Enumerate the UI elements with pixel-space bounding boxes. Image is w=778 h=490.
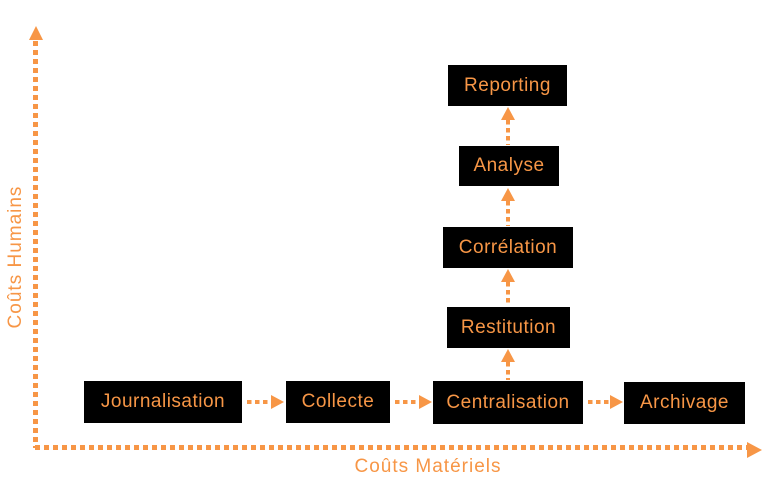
- x-axis-line: [35, 445, 748, 450]
- arrow-up-icon: [501, 107, 515, 120]
- arrow-line: [506, 120, 510, 145]
- box-centralisation: Centralisation: [433, 381, 583, 424]
- arrow-line: [506, 201, 510, 226]
- arrow-line: [588, 400, 611, 404]
- y-axis-arrowhead-icon: [29, 26, 43, 40]
- y-axis-line: [33, 41, 38, 448]
- box-reporting: Reporting: [448, 65, 567, 106]
- box-archivage: Archivage: [624, 382, 745, 424]
- arrow-right-icon: [271, 395, 284, 409]
- box-restitution: Restitution: [447, 307, 570, 348]
- arrow-line: [506, 362, 510, 380]
- arrow-right-icon: [419, 395, 432, 409]
- box-correlation: Corrélation: [443, 227, 573, 268]
- y-axis-label: Coûts Humains: [5, 185, 26, 329]
- x-axis-arrowhead-icon: [747, 442, 762, 458]
- arrow-up-icon: [501, 349, 515, 362]
- arrow-up-icon: [501, 188, 515, 201]
- arrow-up-icon: [501, 269, 515, 282]
- box-journalisation: Journalisation: [84, 381, 242, 423]
- arrow-line: [247, 400, 272, 404]
- x-axis-label: Coûts Matériels: [354, 456, 502, 477]
- arrow-line: [395, 400, 420, 404]
- arrow-line: [506, 282, 510, 306]
- box-collecte: Collecte: [286, 381, 390, 423]
- arrow-right-icon: [610, 395, 623, 409]
- box-analyse: Analyse: [459, 146, 559, 186]
